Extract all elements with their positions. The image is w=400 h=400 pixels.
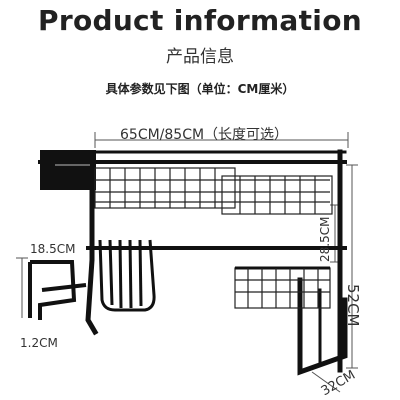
upper-basket-height-label: 28.5CM — [318, 216, 332, 262]
side-rack-dimension-line — [16, 257, 28, 318]
side-rack-height-label: 18.5CM — [30, 242, 76, 256]
dish-slots — [98, 239, 156, 312]
utensil-holder — [40, 150, 96, 190]
rack-frame — [38, 149, 348, 376]
depth-dimension-line — [311, 371, 341, 393]
foot-clearance-label: 1.2CM — [20, 336, 58, 350]
lower-basket — [234, 266, 331, 309]
height-dimension-line — [346, 164, 358, 369]
page-title: Product information — [38, 4, 362, 37]
width-label: 65CM/85CM（长度可选） — [120, 127, 289, 143]
width-dimension-line — [94, 132, 349, 148]
total-height-label: 52CM — [344, 284, 362, 327]
unit-note: 具体参数见下图（单位：CM厘米） — [105, 82, 295, 96]
upper-basket — [94, 167, 333, 215]
page-subtitle: 产品信息 — [166, 47, 234, 67]
cutting-board-holder — [28, 260, 87, 320]
